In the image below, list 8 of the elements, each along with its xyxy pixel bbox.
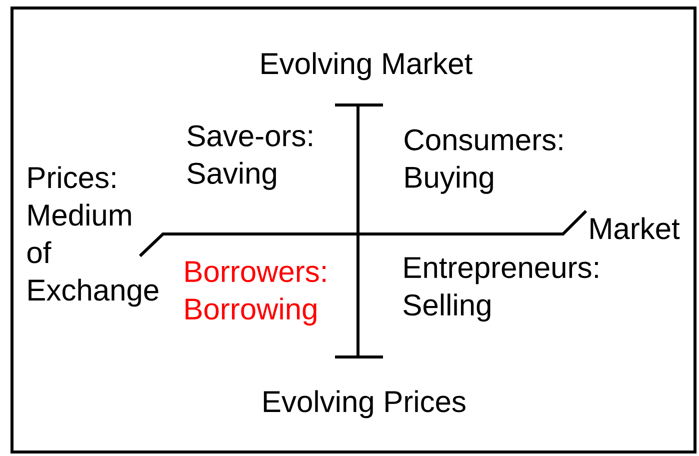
label-text: Evolving Market: [262, 52, 472, 80]
label-text: Save-ors: Saving: [188, 125, 312, 190]
label-text: Consumers: Buying: [404, 129, 562, 194]
label-text: Evolving Prices: [264, 390, 466, 418]
label-text: Entrepreneurs: Selling: [404, 257, 598, 322]
label-text: Market: [590, 217, 680, 240]
label-text: Borrowers: Borrowing: [186, 261, 326, 326]
label-text: Prices: Medium of Exchange: [27, 166, 158, 307]
